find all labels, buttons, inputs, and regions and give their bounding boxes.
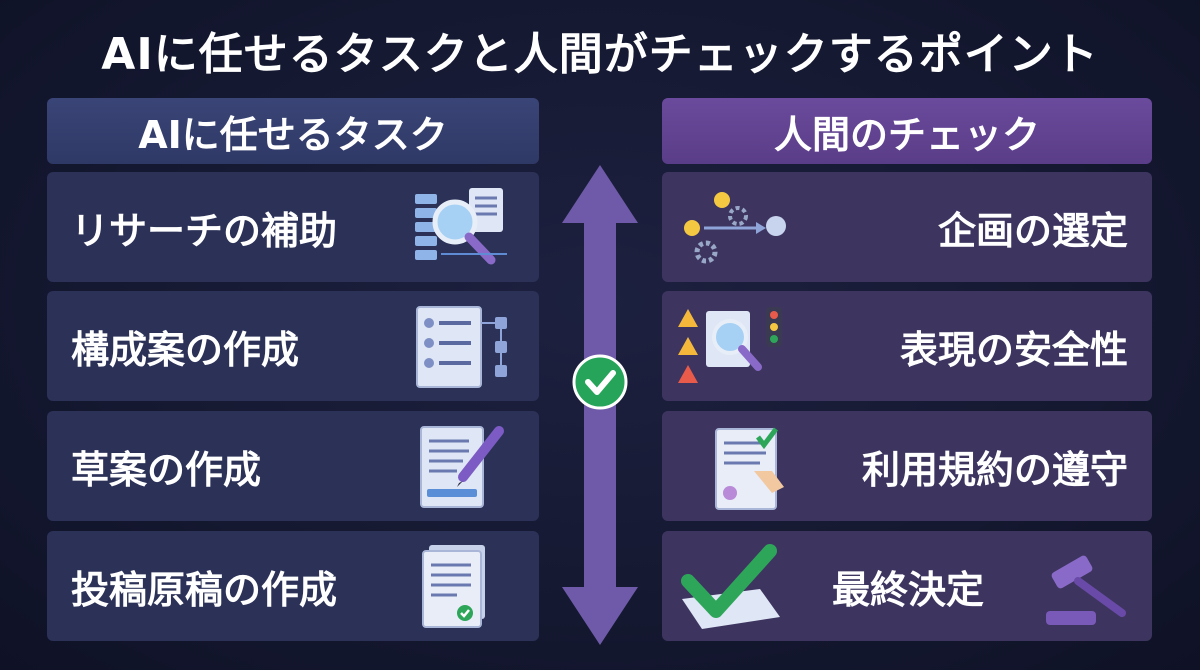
ai-task-label: 草案の作成 xyxy=(71,447,262,492)
ai-tasks-header: AIに任せるタスク xyxy=(47,98,539,164)
ai-task-label: 投稿原稿の作成 xyxy=(71,567,338,612)
ideas-gears-icon xyxy=(684,192,786,264)
human-check-label: 表現の安全性 xyxy=(899,327,1128,372)
outline-structure-icon xyxy=(416,306,507,388)
warning-inspection-icon xyxy=(678,307,782,383)
human-check-card-safety: 表現の安全性 xyxy=(662,291,1152,401)
human-check-header: 人間のチェック xyxy=(662,98,1152,164)
document-check-icon xyxy=(422,545,485,628)
ai-task-card-research: リサーチの補助 xyxy=(47,172,539,282)
human-check-label: 最終決定 xyxy=(832,567,985,612)
magnifier-data-icon xyxy=(415,188,507,265)
human-check-card-terms: 利用規約の遵守 xyxy=(662,411,1152,521)
ai-task-card-outline: 構成案の作成 xyxy=(47,291,539,401)
ai-task-label: 構成案の作成 xyxy=(71,327,300,372)
ai-task-card-manuscript: 投稿原稿の作成 xyxy=(47,531,539,641)
human-check-label: 利用規約の遵守 xyxy=(861,447,1128,492)
human-check-card-planning: 企画の選定 xyxy=(662,172,1152,282)
page-title: AIに任せるタスクと人間がチェックするポイント xyxy=(101,29,1099,80)
gavel-icon xyxy=(1046,555,1126,625)
document-pen-icon xyxy=(420,426,504,508)
human-check-card-decision: 最終決定 xyxy=(662,531,1152,641)
ai-task-label: リサーチの補助 xyxy=(71,208,338,253)
human-check-label: 企画の選定 xyxy=(937,208,1128,253)
ai-task-card-draft: 草案の作成 xyxy=(47,411,539,521)
contract-hand-icon xyxy=(715,427,784,510)
double-arrow-icon xyxy=(562,165,638,645)
check-document-icon xyxy=(681,544,780,629)
